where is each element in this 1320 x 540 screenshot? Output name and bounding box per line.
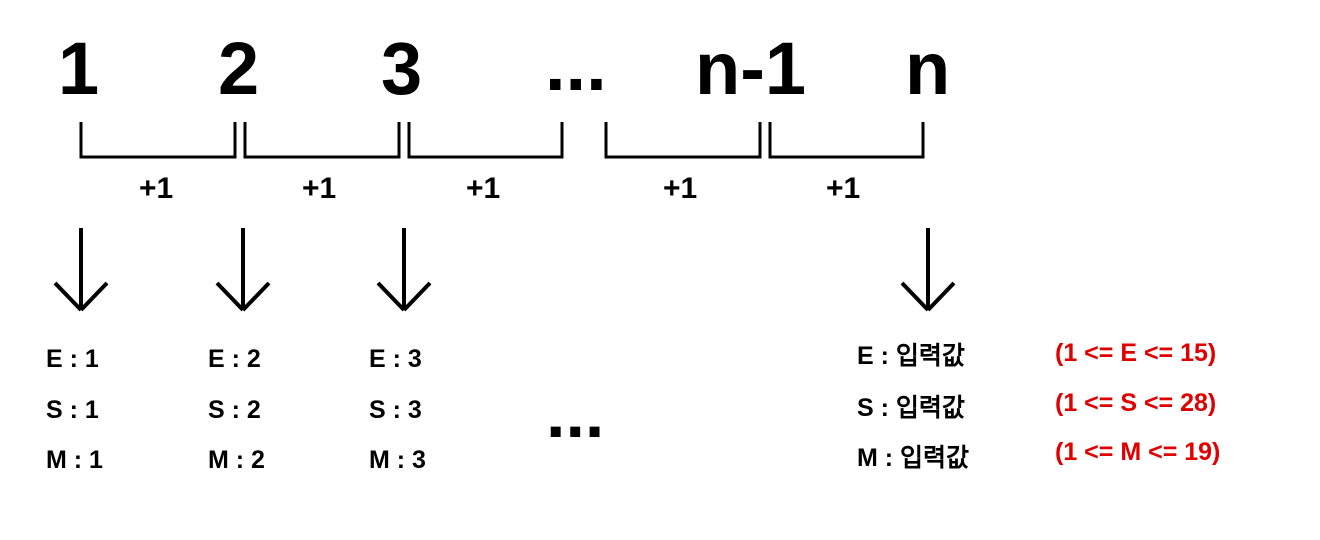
state-2-s: S : 2: [208, 396, 261, 424]
increment-label-1: +1: [139, 172, 174, 205]
state-3-m: M : 3: [369, 446, 426, 474]
range-e: (1 <= E <= 15): [1055, 339, 1217, 367]
sequence-ellipsis: ...: [545, 23, 607, 106]
bracket-3: [407, 122, 564, 159]
bracket-2: [243, 122, 401, 159]
state-2-e: E : 2: [208, 345, 261, 373]
state-3-e: E : 3: [369, 345, 422, 373]
state-2-m: M : 2: [208, 446, 265, 474]
final-state-e: E : 입력값: [857, 342, 965, 370]
state-1-s: S : 1: [46, 396, 99, 424]
final-state-s: S : 입력값: [857, 394, 965, 422]
increment-label-2: +1: [302, 172, 337, 205]
sequence-item-n: n: [905, 27, 951, 110]
states-ellipsis: ...: [546, 374, 605, 452]
range-m: (1 <= M <= 19): [1055, 438, 1221, 466]
sequence-item-3: 3: [381, 27, 423, 110]
final-state-m: M : 입력값: [857, 444, 970, 472]
state-3-s: S : 3: [369, 396, 422, 424]
down-arrow-icon: [376, 228, 432, 312]
bracket-1: [79, 122, 237, 159]
range-s: (1 <= S <= 28): [1055, 389, 1217, 417]
sequence-item-2: 2: [218, 27, 260, 110]
down-arrow-icon: [215, 228, 271, 312]
sequence-item-n-minus-1: n-1: [695, 27, 806, 110]
down-arrow-icon: [900, 228, 956, 312]
state-1-m: M : 1: [46, 446, 103, 474]
bracket-5: [768, 122, 925, 159]
state-1-e: E : 1: [46, 345, 99, 373]
increment-label-3: +1: [466, 172, 501, 205]
down-arrow-icon: [53, 228, 109, 312]
sequence-item-1: 1: [58, 27, 100, 110]
increment-label-4: +1: [663, 172, 698, 205]
increment-label-5: +1: [826, 172, 861, 205]
bracket-4: [604, 122, 762, 159]
